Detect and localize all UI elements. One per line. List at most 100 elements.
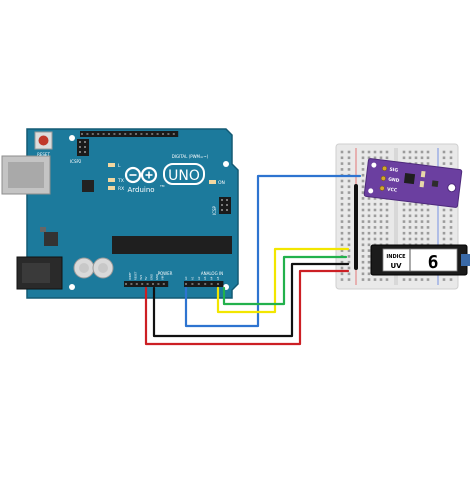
breadboard-hole (367, 272, 371, 276)
header-pin (118, 133, 121, 135)
breadboard-hole (420, 150, 424, 154)
breadboard-hole (361, 150, 365, 154)
breadboard-hole (402, 278, 406, 281)
breadboard-hole (373, 150, 377, 154)
breadboard-hole (379, 231, 383, 235)
breadboard-hole (361, 237, 365, 241)
breadboard-hole (426, 156, 430, 160)
breadboard-hole (442, 150, 446, 154)
usb-chip (82, 180, 94, 192)
breadboard-hole (361, 173, 365, 177)
header-pin (157, 283, 160, 285)
breadboard-hole (408, 237, 412, 241)
breadboard-hole (340, 162, 344, 165)
header-pin (84, 141, 86, 143)
breadboard-hole (367, 278, 371, 281)
breadboard-hole (373, 208, 377, 212)
breadboard-hole (373, 237, 377, 241)
header-pin (125, 283, 127, 285)
breadboard-hole (367, 202, 371, 206)
analog-header (184, 281, 224, 287)
breadboard-hole (340, 272, 344, 276)
breadboard-hole (347, 272, 351, 276)
uv-sensor-pin (379, 185, 385, 191)
header-housing (77, 139, 89, 156)
arduino-infinity-logo (124, 166, 158, 184)
breadboard-hole (379, 220, 383, 223)
breadboard-hole (414, 226, 418, 229)
breadboard-hole (442, 162, 446, 165)
breadboard-hole (367, 260, 371, 264)
breadboard-hole (347, 249, 351, 252)
breadboard-hole (379, 214, 383, 218)
breadboard-hole (449, 237, 453, 241)
capacitor-top (98, 263, 108, 273)
header-pin (152, 283, 154, 285)
breadboard-hole (347, 278, 351, 281)
breadboard-hole (426, 150, 430, 154)
breadboard-hole (379, 208, 383, 212)
header-pin (156, 133, 159, 135)
breadboard-hole (340, 278, 344, 281)
led-rx-label: RX (118, 186, 124, 192)
breadboard-hole (347, 162, 351, 165)
breadboard-hole (373, 202, 377, 206)
breadboard-hole (347, 191, 351, 194)
breadboard-hole (347, 185, 351, 189)
breadboard-hole (361, 202, 365, 206)
breadboard-hole (340, 266, 344, 270)
mounting-hole (447, 183, 457, 193)
breadboard-hole (442, 220, 446, 223)
breadboard-hole (373, 231, 377, 235)
breadboard-hole (385, 150, 389, 154)
led-l (108, 163, 115, 167)
breadboard-hole (361, 156, 365, 160)
header-pin (140, 133, 143, 135)
header-pin (226, 199, 228, 201)
breadboard-hole (361, 208, 365, 212)
power-pin-label: IOREF (128, 272, 132, 280)
header-pin (162, 133, 164, 135)
breadboard-hole (347, 197, 351, 200)
display-screen (382, 248, 458, 272)
header-pin (221, 209, 223, 211)
voltage-regulator (44, 232, 58, 246)
display-uv-value: 6 (428, 252, 439, 273)
breadboard-hole (340, 226, 344, 229)
breadboard-hole (426, 226, 430, 229)
header-pin (145, 133, 148, 135)
mounting-hole (368, 188, 374, 194)
mounting-hole (69, 284, 75, 290)
breadboard-hole (340, 208, 344, 212)
breadboard-hole (449, 150, 453, 154)
breadboard-hole (449, 208, 453, 212)
breadboard-hole (379, 237, 383, 241)
breadboard-hole (367, 220, 371, 223)
breadboard-hole (385, 156, 389, 160)
header-pin (197, 283, 200, 285)
led-l-label: L (118, 163, 121, 169)
header-pin (124, 133, 127, 135)
breadboard-center-channel (394, 148, 398, 285)
breadboard-hole (347, 237, 351, 241)
header-pin (102, 133, 105, 135)
header-pin (135, 283, 138, 285)
breadboard-hole (340, 220, 344, 223)
breadboard-hole (420, 162, 424, 165)
header-pin (217, 283, 219, 285)
header-pin (91, 133, 94, 135)
breadboard-hole (420, 220, 424, 223)
header-pin (79, 151, 81, 153)
analog-pin-label: A1 (190, 276, 194, 280)
breadboard-hole (385, 220, 389, 223)
breadboard-hole (414, 202, 418, 206)
breadboard-hole (347, 208, 351, 212)
breadboard-hole (340, 231, 344, 235)
breadboard-hole (347, 150, 351, 154)
breadboard-hole (402, 202, 406, 206)
breadboard-hole (361, 231, 365, 235)
breadboard-hole (449, 220, 453, 223)
